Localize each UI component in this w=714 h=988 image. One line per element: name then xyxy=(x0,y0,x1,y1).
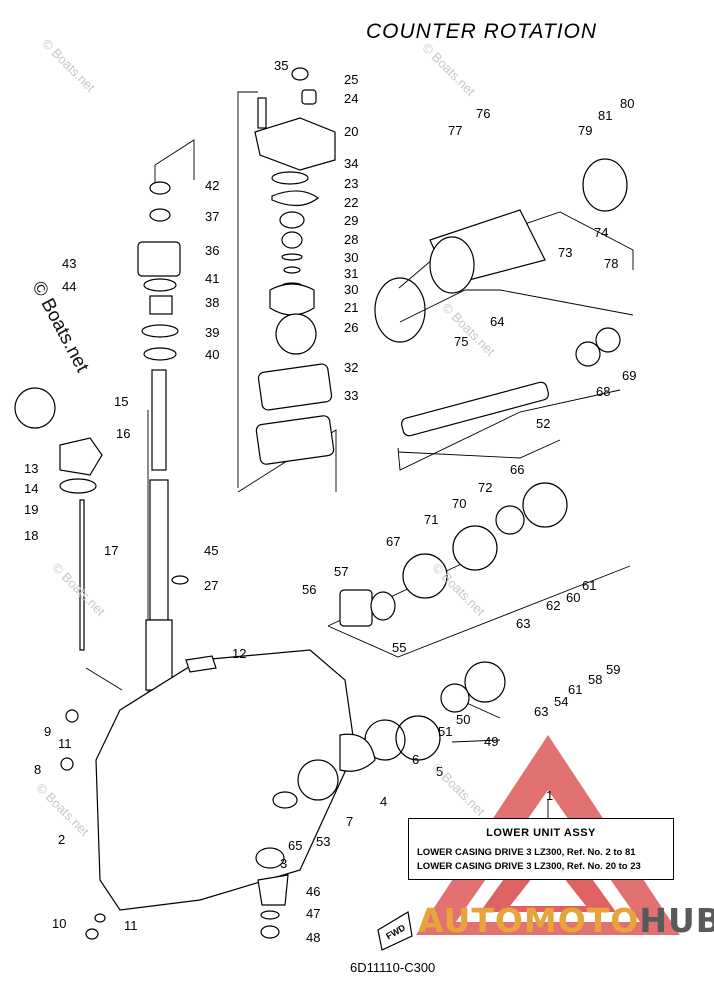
part-callout-30: 30 xyxy=(344,250,358,265)
part-callout-21: 21 xyxy=(344,300,358,315)
part-callout-71: 71 xyxy=(424,512,438,527)
part-callout-70: 70 xyxy=(452,496,466,511)
part-callout-10: 10 xyxy=(52,916,66,931)
part-callout-1: 1 xyxy=(546,788,553,803)
part-callout-63: 63 xyxy=(534,704,548,719)
part-callout-61: 61 xyxy=(568,682,582,697)
part-callout-36: 36 xyxy=(205,243,219,258)
part-callout-80: 80 xyxy=(620,96,634,111)
part-callout-53: 53 xyxy=(316,834,330,849)
part-callout-3: 3 xyxy=(280,856,287,871)
part-shapes xyxy=(14,67,628,940)
part-callout-34: 34 xyxy=(344,156,358,171)
part-callout-28: 28 xyxy=(344,232,358,247)
part-callout-33: 33 xyxy=(344,388,358,403)
part-callout-29: 29 xyxy=(344,213,358,228)
part-callout-24: 24 xyxy=(344,91,358,106)
diagram-code: 6D11110-C300 xyxy=(350,960,436,975)
part-callout-59: 59 xyxy=(606,662,620,677)
part-callout-6: 6 xyxy=(412,752,419,767)
brand-part-1: AUTOMOTO xyxy=(418,901,640,940)
part-callout-16: 16 xyxy=(116,426,130,441)
part-callout-52: 52 xyxy=(536,416,550,431)
part-callout-18: 18 xyxy=(24,528,38,543)
part-callout-63: 63 xyxy=(516,616,530,631)
brand-wordmark: AUTOMOTOHUB xyxy=(418,904,714,937)
part-callout-49: 49 xyxy=(484,734,498,749)
part-callout-44: 44 xyxy=(62,279,76,294)
part-callout-73: 73 xyxy=(558,245,572,260)
part-callout-75: 75 xyxy=(454,334,468,349)
part-callout-2: 2 xyxy=(58,832,65,847)
part-callout-11: 11 xyxy=(124,918,138,933)
part-callout-9: 9 xyxy=(44,724,51,739)
part-callout-35: 35 xyxy=(274,58,288,73)
part-callout-40: 40 xyxy=(205,347,219,362)
part-callout-19: 19 xyxy=(24,502,38,517)
part-callout-69: 69 xyxy=(622,368,636,383)
part-callout-54: 54 xyxy=(554,694,568,709)
part-callout-72: 72 xyxy=(478,480,492,495)
part-callout-37: 37 xyxy=(205,209,219,224)
part-callout-38: 38 xyxy=(205,295,219,310)
brand-part-2: HUB xyxy=(639,901,714,940)
part-callout-22: 22 xyxy=(344,195,358,210)
part-callout-45: 45 xyxy=(204,543,218,558)
part-callout-39: 39 xyxy=(205,325,219,340)
part-callout-68: 68 xyxy=(596,384,610,399)
part-callout-51: 51 xyxy=(438,724,452,739)
part-callout-43: 43 xyxy=(62,256,76,271)
part-callout-58: 58 xyxy=(588,672,602,687)
part-callout-20: 20 xyxy=(344,124,358,139)
part-callout-31: 31 xyxy=(344,266,358,281)
part-callout-5: 5 xyxy=(436,764,443,779)
assembly-title: LOWER UNIT ASSY xyxy=(486,827,596,839)
part-callout-67: 67 xyxy=(386,534,400,549)
part-callout-15: 15 xyxy=(114,394,128,409)
part-callout-17: 17 xyxy=(104,543,118,558)
part-callout-66: 66 xyxy=(510,462,524,477)
part-callout-55: 55 xyxy=(392,640,406,655)
part-callout-12: 12 xyxy=(232,646,246,661)
part-callout-56: 56 xyxy=(302,582,316,597)
part-callout-50: 50 xyxy=(456,712,470,727)
part-callout-64: 64 xyxy=(490,314,504,329)
part-callout-4: 4 xyxy=(380,794,387,809)
part-callout-65: 65 xyxy=(288,838,302,853)
part-callout-41: 41 xyxy=(205,271,219,286)
part-callout-81: 81 xyxy=(598,108,612,123)
part-callout-8: 8 xyxy=(34,762,41,777)
assembly-line-2: LOWER CASING DRIVE 3 LZ300, Ref. No. 20 … xyxy=(417,861,641,872)
part-callout-60: 60 xyxy=(566,590,580,605)
part-callout-46: 46 xyxy=(306,884,320,899)
part-callouts: 3525242034232229283031302126323342373641… xyxy=(24,58,636,945)
part-callout-57: 57 xyxy=(334,564,348,579)
part-callout-78: 78 xyxy=(604,256,618,271)
part-callout-11: 11 xyxy=(58,736,72,751)
part-callout-23: 23 xyxy=(344,176,358,191)
assembly-info-box: LOWER UNIT ASSY LOWER CASING DRIVE 3 LZ3… xyxy=(408,818,674,880)
part-callout-74: 74 xyxy=(594,225,608,240)
part-callout-48: 48 xyxy=(306,930,320,945)
part-callout-7: 7 xyxy=(346,814,353,829)
part-callout-27: 27 xyxy=(204,578,218,593)
part-callout-47: 47 xyxy=(306,906,320,921)
part-callout-13: 13 xyxy=(24,461,38,476)
fwd-arrow: FWD xyxy=(377,911,413,951)
part-callout-42: 42 xyxy=(205,178,219,193)
part-callout-30: 30 xyxy=(344,282,358,297)
part-callout-77: 77 xyxy=(448,123,462,138)
part-callout-62: 62 xyxy=(546,598,560,613)
part-callout-32: 32 xyxy=(344,360,358,375)
part-callout-25: 25 xyxy=(344,72,358,87)
assembly-line-1: LOWER CASING DRIVE 3 LZ300, Ref. No. 2 t… xyxy=(417,847,636,858)
part-callout-79: 79 xyxy=(578,123,592,138)
part-callout-26: 26 xyxy=(344,320,358,335)
diagram-title: COUNTER ROTATION xyxy=(366,20,598,43)
part-callout-14: 14 xyxy=(24,481,38,496)
part-callout-76: 76 xyxy=(476,106,490,121)
part-callout-61: 61 xyxy=(582,578,596,593)
